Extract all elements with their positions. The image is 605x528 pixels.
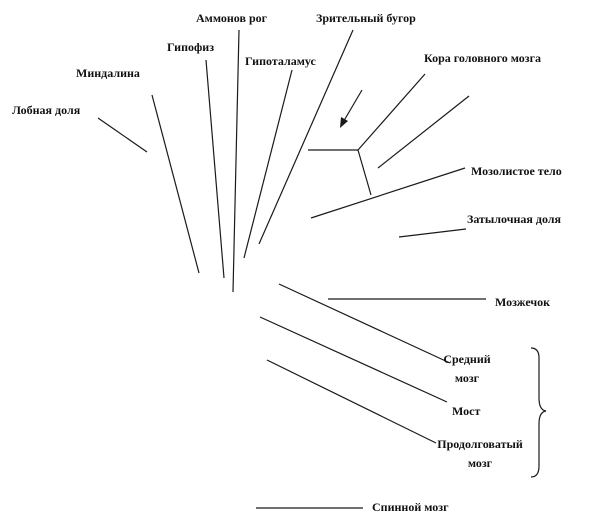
leader-line-most xyxy=(259,316,448,403)
label-prodolgovaty-mozg: Продолговатый мозг xyxy=(425,437,535,470)
leader-line-ammonov-rog xyxy=(232,29,240,293)
label-sredny-mozg: Средний мозг xyxy=(442,352,492,385)
arrow-head-icon xyxy=(340,117,348,128)
leader-line-zatylochnaya-dolya xyxy=(398,228,467,238)
label-lobnaya-dolya: Лобная доля xyxy=(12,103,81,117)
leader-line-kora-3 xyxy=(357,149,372,196)
label-zatylochnaya-dolya: Затылочная доля xyxy=(467,212,562,226)
leader-line-mozolistoe-telo xyxy=(310,167,466,219)
leader-line-sredny-mozg xyxy=(278,283,451,364)
curly-brace-icon xyxy=(530,347,547,478)
label-mozolistoe-telo: Мозолистое тело xyxy=(471,164,562,178)
label-sredny-mozg-line2: мозг xyxy=(454,371,480,385)
label-prodolgovaty-line2: мозг xyxy=(467,456,493,470)
label-most: Мост xyxy=(452,404,481,418)
label-ammonov-rog: Аммонов рог xyxy=(196,11,268,25)
label-gipofiz: Гипофиз xyxy=(167,40,215,54)
label-kora: Кора головного мозга xyxy=(424,51,542,65)
arrow-shaft xyxy=(341,89,363,125)
leader-line-kora-2 xyxy=(357,73,426,151)
label-mozzhechok: Мозжечок xyxy=(495,295,551,309)
leader-line-gipofiz xyxy=(205,59,225,279)
label-gipotalamus: Гипоталамус xyxy=(245,54,316,68)
label-spinnoy-mozg: Спинной мозг xyxy=(372,500,449,514)
leader-line-gipotalamus xyxy=(243,69,293,259)
leader-line-prodolgovaty xyxy=(266,359,437,444)
label-sredny-mozg-line1: Средний xyxy=(443,352,491,366)
label-mindalina: Миндалина xyxy=(76,66,140,80)
label-prodolgovaty-line1: Продолговатый xyxy=(437,437,523,451)
leader-line-mindalina xyxy=(151,94,200,274)
leader-line-kora-4 xyxy=(377,95,470,169)
leader-line-lobnaya-dolya xyxy=(97,117,148,153)
label-zritelny-bugor: Зрительный бугор xyxy=(316,11,416,25)
leader-line-zritelny-bugor xyxy=(258,29,354,245)
